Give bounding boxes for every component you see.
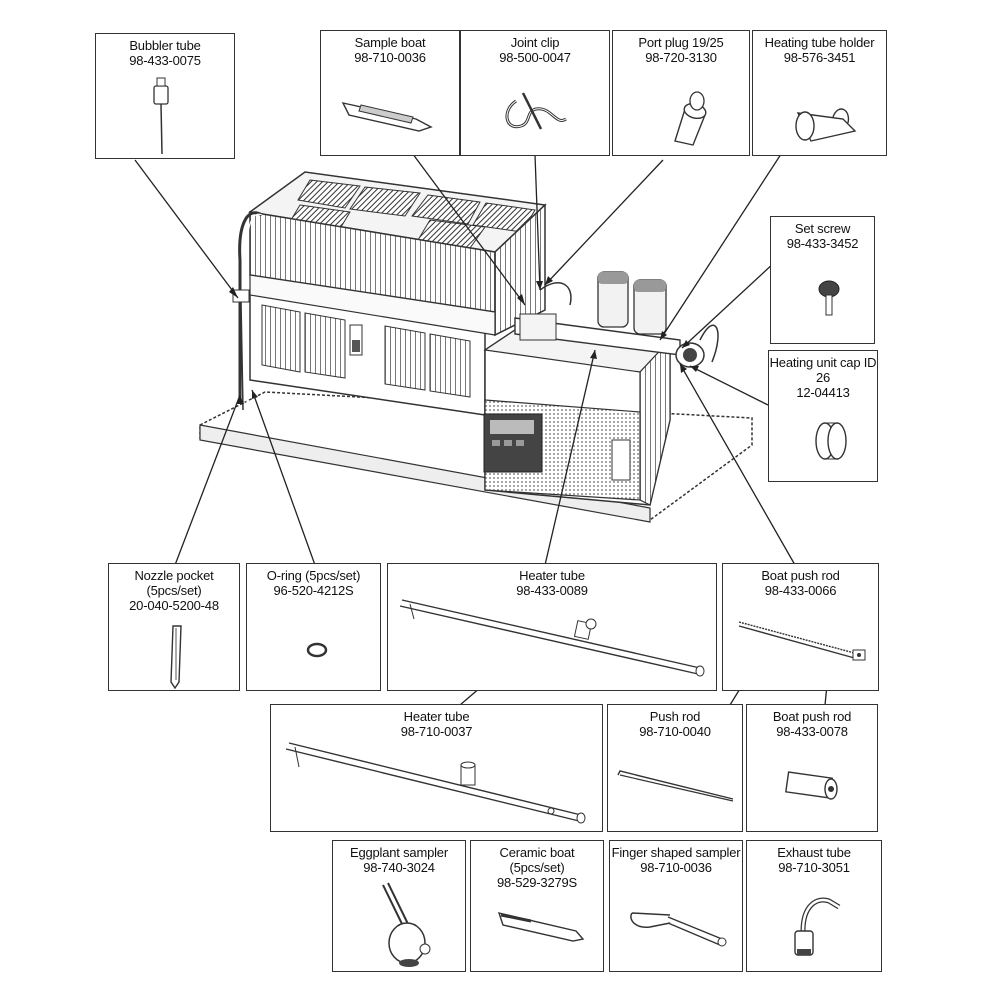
part-name: Eggplant sampler [350,845,448,860]
part-name: Sample boat [354,35,426,50]
part-name: Heater tube [519,568,585,583]
part-name: Joint clip [510,35,560,50]
part-name: Finger shaped sampler [611,845,741,860]
part-name: Ceramic boat (5pcs/set) [499,845,575,875]
part-name: Port plug 19/25 [638,35,724,50]
part-name: Heater tube [403,709,470,724]
part-code: 98-500-0047 [499,50,571,65]
part-code: 98-710-0037 [400,724,473,739]
part-name: Nozzle pocket (5pcs/set) [134,568,214,598]
part-name: Set screw [794,221,851,236]
part-name: Heating tube holder [764,35,875,50]
part-code: 12-04413 [796,385,850,400]
part-code: 98-710-0040 [639,724,711,739]
part-code: 98-433-3452 [786,236,859,251]
part-name: Boat push rod [761,568,840,583]
part-code: 98-720-3130 [645,50,717,65]
part-code: 98-740-3024 [363,860,435,875]
part-name: Heating unit cap ID 26 [769,355,877,385]
part-name: Push rod [649,709,701,724]
part-code: 98-433-0089 [516,583,588,598]
part-code: 98-433-0075 [129,53,201,68]
part-code: 98-529-3279S [497,875,577,890]
part-code: 98-576-3451 [783,50,856,65]
part-box-nozzle-pocket: Nozzle pocket (5pcs/set)20-040-5200-48 [108,563,240,691]
part-box-o-ring: O-ring (5pcs/set)96-520-4212S [246,563,381,691]
part-code: 96-520-4212S [273,583,354,598]
part-name: Boat push rod [772,709,852,724]
part-code: 20-040-5200-48 [129,598,219,613]
part-name: Exhaust tube [777,845,851,860]
part-code: 98-433-0078 [776,724,848,739]
part-code: 98-710-3051 [778,860,850,875]
part-name: Bubbler tube [129,38,201,53]
part-code: 98-433-0066 [764,583,837,598]
part-code: 98-710-0036 [354,50,426,65]
part-box-ceramic-boat: Ceramic boat (5pcs/set)98-529-3279S [470,840,604,972]
part-code: 98-710-0036 [640,860,712,875]
part-name: O-ring (5pcs/set) [266,568,361,583]
